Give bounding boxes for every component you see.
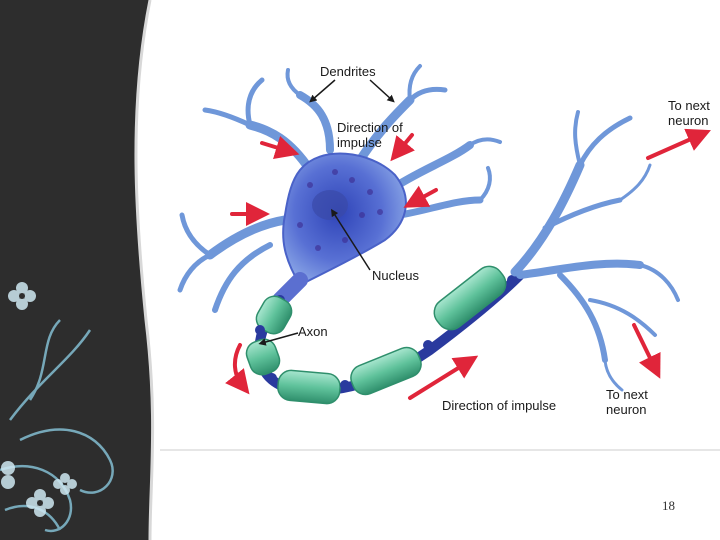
arrow-axon-middle [408, 355, 479, 400]
diagram-labels: Dendrites Direction of impulse Nucleus A… [298, 64, 710, 417]
soma [282, 152, 407, 287]
label-to-next-neuron-top-line2: neuron [668, 113, 708, 128]
label-to-next-neuron-top-line1: To next [668, 98, 710, 113]
arrow-to-next-top [646, 128, 711, 160]
impulse-arrows [225, 128, 711, 400]
label-nucleus: Nucleus [372, 268, 419, 283]
label-axon: Axon [298, 324, 328, 339]
myelin-sheath [245, 265, 507, 405]
axon-terminals [510, 110, 680, 392]
label-direction-impulse-top-line2: impulse [337, 135, 382, 150]
label-direction-impulse-top-line1: Direction of [337, 120, 403, 135]
label-dendrites: Dendrites [320, 64, 376, 79]
label-to-next-neuron-bottom-line1: To next [606, 387, 648, 402]
arrow-axon-start [225, 343, 250, 395]
arrow-dendrite-3 [390, 133, 415, 162]
label-to-next-neuron-bottom-line2: neuron [606, 402, 646, 417]
nodes-of-ranvier [255, 275, 517, 390]
arrow-dendrite-1 [260, 136, 300, 159]
arrow-to-next-bottom [632, 323, 661, 379]
left-decorative-panel [0, 0, 155, 540]
neuron-diagram: Dendrites Direction of impulse Nucleus A… [177, 64, 711, 417]
flower-petal-icon [1, 282, 77, 517]
arrow-dendrite-4 [403, 185, 438, 208]
nissl-bodies [297, 169, 383, 251]
label-pointers [258, 79, 395, 346]
page-number: 18 [662, 498, 675, 513]
nucleus-shape [312, 190, 348, 220]
label-direction-impulse-bottom: Direction of impulse [442, 398, 556, 413]
